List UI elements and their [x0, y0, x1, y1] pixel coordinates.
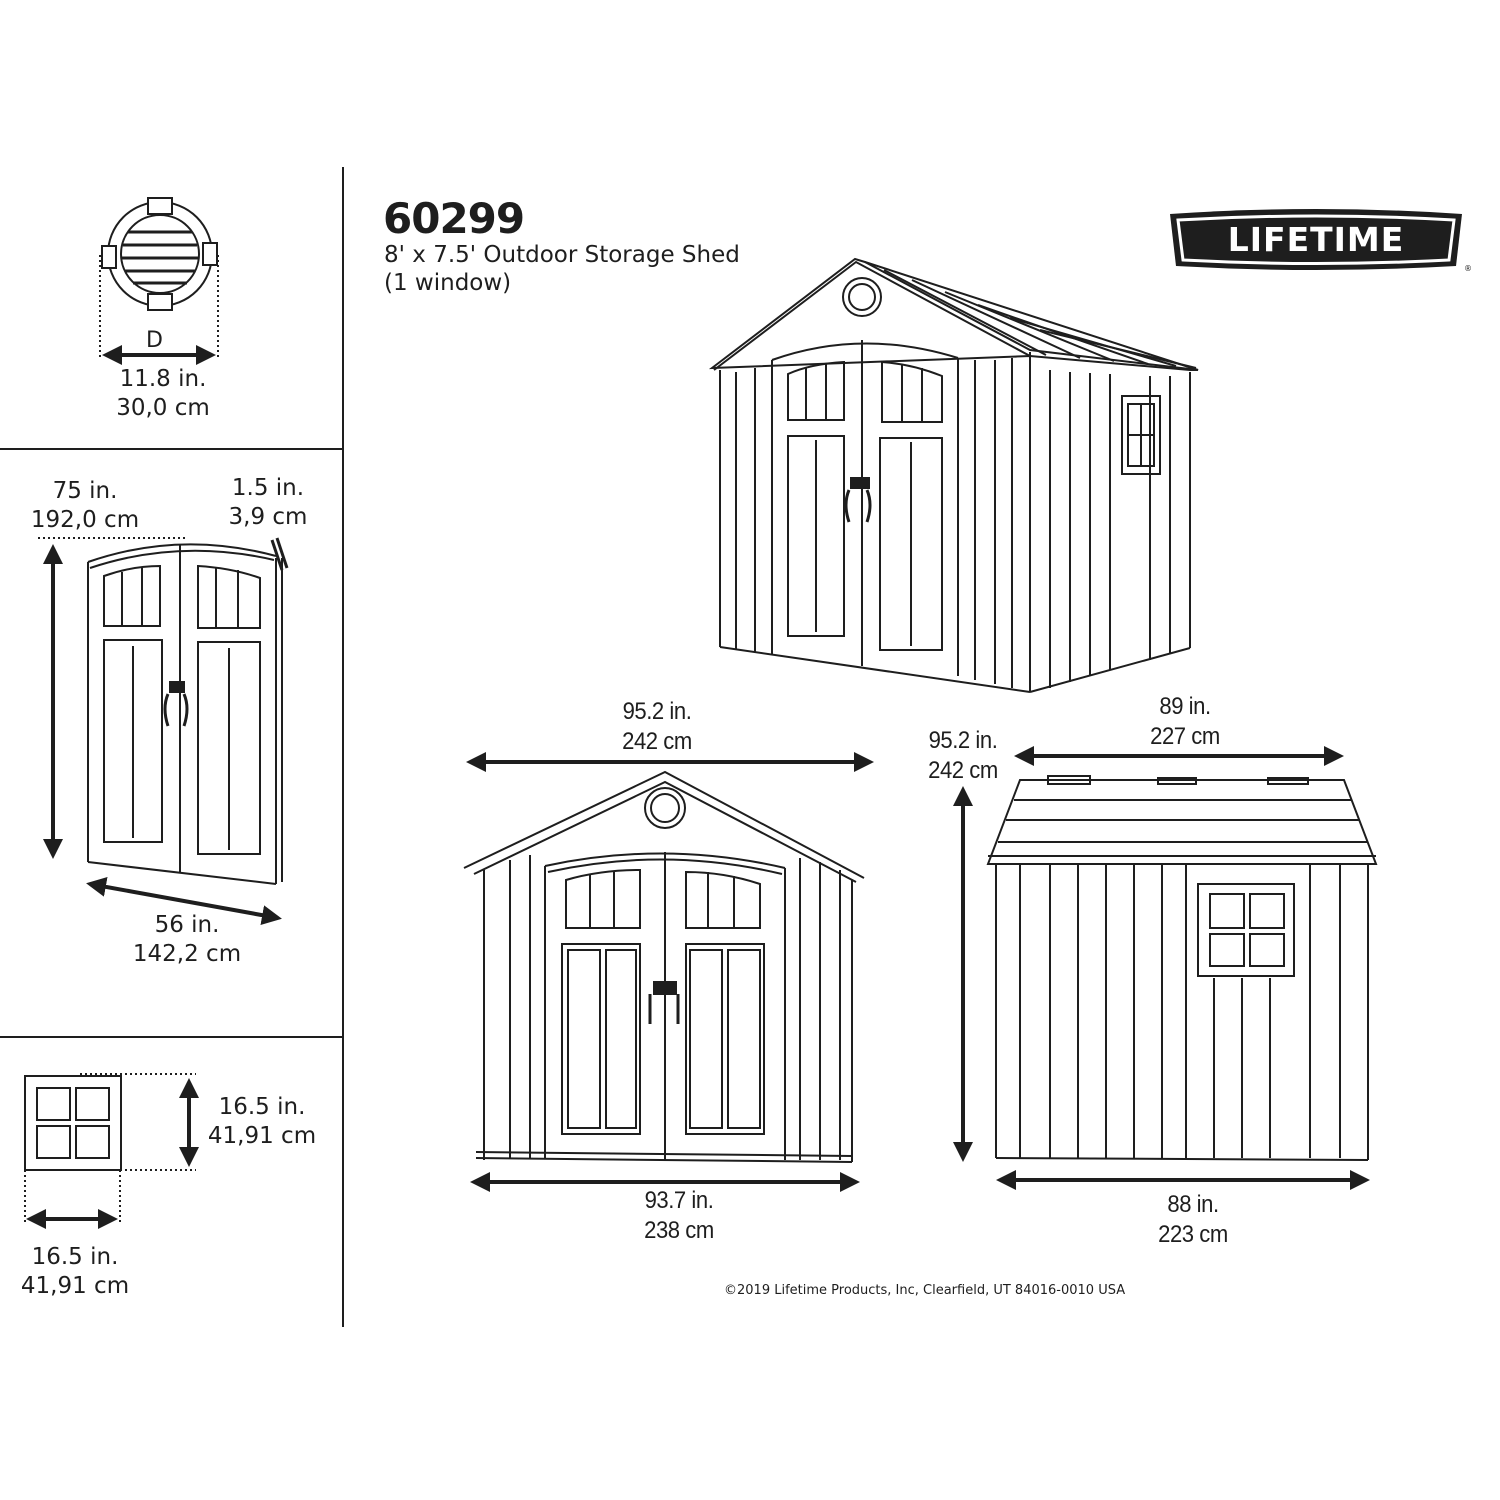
shed-perspective-illustration	[708, 257, 1199, 693]
window-height-inches: 16.5 in.	[218, 1094, 306, 1120]
shed-side-view-illustration	[953, 746, 1378, 1190]
door-height-cm: 192,0 cm	[30, 507, 140, 533]
window-height-cm: 41,91 cm	[207, 1123, 317, 1149]
vent-diameter-cm: 30,0 cm	[116, 395, 210, 421]
side-roof-depth-cm: 227 cm	[1150, 723, 1220, 750]
registered-mark: ®	[1464, 264, 1472, 273]
panel-dividers	[0, 167, 344, 1327]
copyright-notice: ©2019 Lifetime Products, Inc, Clearfield…	[724, 1283, 1126, 1298]
front-roof-width-cm: 242 cm	[622, 728, 692, 755]
logo-wordmark: LIFETIME	[1227, 220, 1405, 259]
description-line-2: (1 window)	[384, 270, 512, 296]
window-width-cm: 41,91 cm	[20, 1273, 130, 1299]
model-number: 60299	[383, 194, 525, 243]
side-base-depth-inches: 88 in.	[1167, 1191, 1219, 1218]
door-thickness-inches: 1.5 in.	[231, 475, 305, 501]
door-diagram	[38, 537, 289, 925]
logo-badge-shape	[1170, 209, 1462, 270]
vent-diameter-inches: 11.8 in.	[119, 366, 207, 392]
window-width-inches: 16.5 in.	[31, 1244, 119, 1270]
front-roof-width-inches: 95.2 in.	[622, 698, 692, 725]
front-base-width-cm: 238 cm	[644, 1217, 714, 1244]
door-thickness-cm: 3,9 cm	[228, 504, 308, 530]
shed-front-view-illustration	[463, 752, 874, 1192]
door-height-inches: 75 in.	[52, 478, 118, 504]
lifetime-logo: LIFETIME ®	[1168, 208, 1472, 273]
side-height-cm: 242 cm	[928, 757, 998, 784]
description-line-1: 8' x 7.5' Outdoor Storage Shed	[384, 242, 740, 268]
door-width-cm: 142,2 cm	[132, 941, 242, 967]
window-diagram	[24, 1073, 199, 1229]
front-base-width-inches: 93.7 in.	[644, 1187, 714, 1214]
side-height-inches: 95.2 in.	[928, 727, 998, 754]
door-width-inches: 56 in.	[154, 912, 220, 938]
side-base-depth-cm: 223 cm	[1158, 1221, 1228, 1248]
product-description: 8' x 7.5' Outdoor Storage Shed (1 window…	[384, 241, 740, 297]
vent-diameter-symbol: D	[146, 328, 163, 353]
vent-diagram	[99, 197, 219, 365]
side-roof-depth-inches: 89 in.	[1159, 693, 1211, 720]
